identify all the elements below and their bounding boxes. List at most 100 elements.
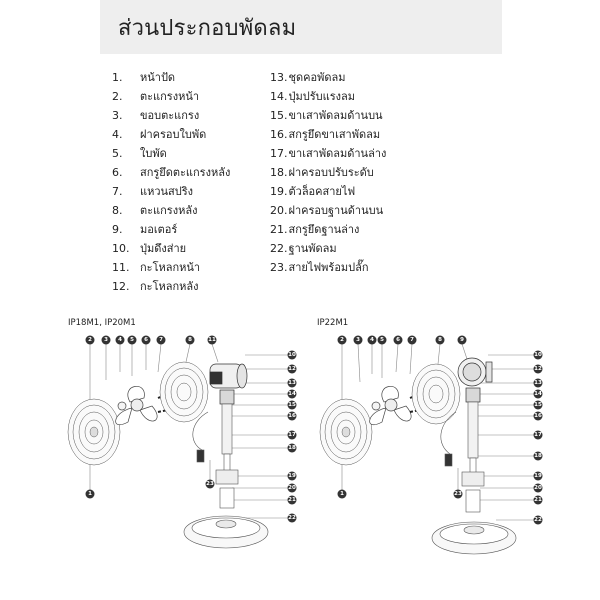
part-label: สกรูยึดตะแกรงหลัง — [140, 166, 231, 179]
list-item: 20.ฝาครอบฐานด้านบน — [270, 201, 386, 220]
callout-5: 5 — [130, 337, 134, 343]
callout-3: 3 — [104, 337, 108, 343]
list-item: 19.ตัวล็อคสายไฟ — [270, 182, 386, 201]
list-item: 8. ตะแกรงหลัง — [112, 201, 230, 220]
callout-8: 8 — [438, 337, 442, 343]
part-number: 11. — [112, 261, 130, 274]
callout-4: 4 — [370, 337, 374, 343]
part-label: ปุ่มปรับแรงลม — [288, 90, 355, 103]
part-number: 22. — [270, 242, 288, 255]
part-label: ขอบตะแกรง — [140, 109, 200, 122]
part-number: 2. — [112, 90, 123, 103]
callout-4: 4 — [118, 337, 122, 343]
part-number: 16. — [270, 128, 288, 141]
model-label-left: IP18M1, IP20M1 — [68, 318, 136, 328]
callout-16: 16 — [288, 413, 296, 419]
part-label: กะโหลกหน้า — [140, 261, 201, 274]
part-label: ฐานพัดลม — [288, 242, 337, 255]
callout-21: 21 — [288, 497, 296, 503]
front-grill-illustration — [67, 398, 121, 466]
callout-14: 14 — [534, 391, 542, 397]
callout-9: 9 — [460, 337, 464, 343]
part-number: 15. — [270, 109, 288, 122]
part-label: ขาเสาพัดลมด้านบน — [288, 109, 383, 122]
callout-6: 6 — [144, 337, 148, 343]
list-item: 11. กะโหลกหน้า — [112, 258, 230, 277]
list-item: 6. สกรูยึดตะแกรงหลัง — [112, 163, 230, 182]
part-number: 20. — [270, 204, 288, 217]
part-label: กะโหลกหลัง — [140, 280, 199, 293]
part-label: ใบพัด — [140, 147, 167, 160]
callout-14: 14 — [288, 391, 296, 397]
part-number: 17. — [270, 147, 288, 160]
callout-22: 22 — [288, 515, 296, 521]
list-item: 13.ชุดคอพัดลม — [270, 68, 386, 87]
part-number: 4. — [112, 128, 123, 141]
callout-1: 1 — [340, 491, 344, 497]
list-item: 5. ใบพัด — [112, 144, 230, 163]
part-number: 5. — [112, 147, 123, 160]
part-label: ฝาครอบฐานด้านบน — [288, 204, 384, 217]
list-item: 2. ตะแกรงหน้า — [112, 87, 230, 106]
callout-21: 21 — [534, 497, 542, 503]
callout-23: 23 — [206, 481, 214, 487]
part-label: ตะแกรงหลัง — [140, 204, 198, 217]
list-item: 3.ขอบตะแกรง — [112, 106, 230, 125]
part-label: ขาเสาพัดลมด้านล่าง — [288, 147, 387, 160]
part-label: ตัวล็อคสายไฟ — [288, 185, 356, 198]
part-label: ตะแกรงหน้า — [140, 90, 200, 103]
front-grill-illustration — [319, 398, 373, 466]
callout-10: 10 — [534, 352, 542, 358]
part-number: 14. — [270, 90, 288, 103]
part-number: 1. — [112, 71, 123, 84]
part-number: 19. — [270, 185, 288, 198]
callout-19: 19 — [288, 473, 296, 479]
part-number: 10. — [112, 242, 130, 255]
fan-diagram-right: 2 3 4 5 6 7 8 9 10 12 13 14 15 16 17 18 … — [319, 335, 543, 555]
part-number: 12. — [112, 280, 130, 293]
list-item: 15.ขาเสาพัดลมด้านบน — [270, 106, 386, 125]
callout-5: 5 — [380, 337, 384, 343]
callout-1: 1 — [88, 491, 92, 497]
part-label: ชุดคอพัดลม — [288, 71, 346, 84]
part-number: 23. — [270, 261, 288, 274]
rear-grill-illustration — [159, 361, 209, 423]
callout-7: 7 — [410, 337, 414, 343]
part-number: 18. — [270, 166, 288, 179]
motor-illustration — [209, 363, 248, 405]
list-item: 21.สกรูยึดฐานล่าง — [270, 220, 386, 239]
list-item: 4.ฝาครอบใบพัด — [112, 125, 230, 144]
callout-18: 18 — [288, 445, 296, 451]
callout-19: 19 — [534, 473, 542, 479]
part-number: 6. — [112, 166, 123, 179]
callout-17: 17 — [288, 432, 296, 438]
callout-12: 12 — [534, 366, 542, 372]
callout-20: 20 — [288, 485, 296, 491]
part-label: ฝาครอบปรับระดับ — [288, 166, 374, 179]
callout-16: 16 — [534, 413, 542, 419]
part-number: 9. — [112, 223, 123, 236]
part-label: มอเตอร์ — [140, 223, 178, 236]
callout-7: 7 — [159, 337, 163, 343]
header-band — [100, 0, 502, 54]
fan-blade-illustration — [115, 385, 158, 425]
callout-12: 12 — [288, 366, 296, 372]
callout-13: 13 — [534, 380, 542, 386]
fan-blade-illustration — [369, 385, 412, 425]
list-item: 1. หน้าปัด — [112, 68, 230, 87]
rear-grill-illustration — [411, 363, 461, 425]
callout-17: 17 — [534, 432, 542, 438]
part-number: 8. — [112, 204, 123, 217]
part-label: หน้าปัด — [140, 71, 176, 84]
callout-8: 8 — [188, 337, 192, 343]
fan-diagram-left: 2 3 4 5 6 7 8 11 10 12 13 14 15 16 17 18… — [67, 335, 297, 549]
part-number: 21. — [270, 223, 288, 236]
callout-15: 15 — [288, 402, 296, 408]
part-label: สกรูยึดฐานล่าง — [288, 223, 360, 236]
stand-illustration — [183, 403, 269, 549]
list-item: 7.แหวนสปริง — [112, 182, 230, 201]
list-item: 18.ฝาครอบปรับระดับ — [270, 163, 386, 182]
list-item: 22.ฐานพัดลม — [270, 239, 386, 258]
callout-markers-right: 2 3 4 5 6 7 8 9 10 12 13 14 15 16 17 18 … — [337, 335, 543, 525]
